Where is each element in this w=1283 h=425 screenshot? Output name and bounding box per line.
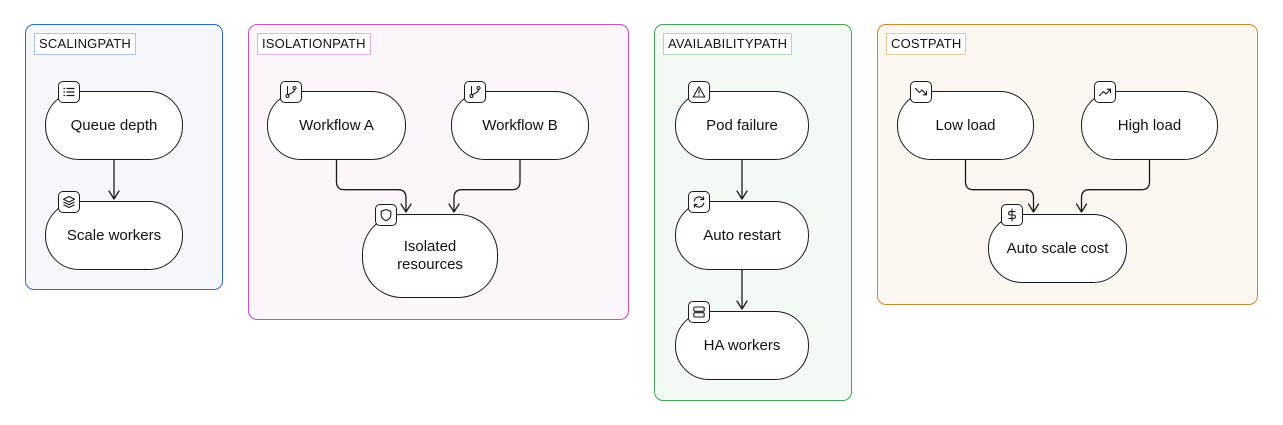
group-label-scaling: SCALINGPATH <box>34 33 137 55</box>
git-branch-icon <box>280 81 302 103</box>
list-icon <box>58 81 80 103</box>
node-label: Auto scale cost <box>1006 239 1109 257</box>
node-label: Workflow A <box>299 116 374 134</box>
shield-icon <box>375 204 397 226</box>
node-label: Scale workers <box>66 226 162 244</box>
refresh-icon <box>688 191 710 213</box>
node-label: Auto restart <box>703 226 781 244</box>
group-label-availability: AVAILABILITYPATH <box>663 33 793 55</box>
node-auto-scale-cost[interactable]: Auto scale cost <box>988 204 1127 283</box>
node-scale-workers[interactable]: Scale workers <box>45 191 183 270</box>
node-low-load[interactable]: Low load <box>897 81 1034 160</box>
node-label: Low load <box>935 116 996 134</box>
node-isolated-resources[interactable]: Isolated resources <box>362 204 498 298</box>
node-high-load[interactable]: High load <box>1081 81 1218 160</box>
layers-icon <box>58 191 80 213</box>
node-auto-restart[interactable]: Auto restart <box>675 191 809 270</box>
server-icon <box>688 301 710 323</box>
node-label: High load <box>1117 116 1182 134</box>
node-label: Workflow B <box>482 116 558 134</box>
node-label: Pod failure <box>706 116 778 134</box>
trending-up-icon <box>1094 81 1116 103</box>
node-queue-depth[interactable]: Queue depth <box>45 81 183 160</box>
node-label: HA workers <box>703 336 781 354</box>
node-pod-failure[interactable]: Pod failure <box>675 81 809 160</box>
node-workflow-b[interactable]: Workflow B <box>451 81 589 160</box>
node-workflow-a[interactable]: Workflow A <box>267 81 406 160</box>
node-ha-workers[interactable]: HA workers <box>675 301 809 380</box>
group-isolation-path: ISOLATIONPATH <box>248 24 629 320</box>
alert-triangle-icon <box>688 81 710 103</box>
git-branch-icon <box>464 81 486 103</box>
trending-down-icon <box>910 81 932 103</box>
node-label: Queue depth <box>70 116 158 134</box>
node-label: Isolated resources <box>397 238 463 273</box>
group-label-cost: COSTPATH <box>886 33 967 55</box>
group-label-isolation: ISOLATIONPATH <box>257 33 371 55</box>
dollar-icon <box>1001 204 1023 226</box>
